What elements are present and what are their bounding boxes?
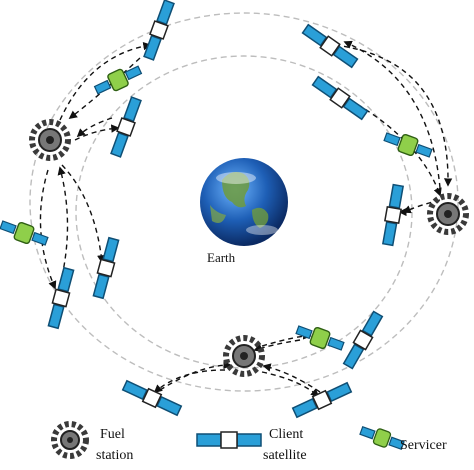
servicer-satellite-icon xyxy=(383,132,433,158)
arrow xyxy=(68,57,141,120)
legend-satellite-icon xyxy=(196,431,262,449)
gear-station-icon xyxy=(427,193,469,235)
arrow xyxy=(334,44,453,187)
satellite-icon xyxy=(301,23,359,69)
satellite-icon xyxy=(342,310,384,370)
legend-fuel-label-2: station xyxy=(96,448,133,463)
outer-orbit xyxy=(29,12,459,392)
legend-client-label-1: Client xyxy=(269,427,303,442)
arrow xyxy=(261,371,320,398)
legend-servicer-label: Servicer xyxy=(400,438,447,453)
satellite-icon xyxy=(121,379,183,417)
legend-servicer-icon xyxy=(359,425,405,451)
servicer-satellite-icon xyxy=(93,65,143,95)
arrow xyxy=(61,164,106,264)
arrow xyxy=(262,363,321,393)
arrow xyxy=(76,117,113,138)
legend: Fuel station Client satellite Servicer xyxy=(51,421,447,463)
servicer-satellite-icon xyxy=(0,220,49,246)
arrow xyxy=(39,169,57,290)
satellite-icon xyxy=(143,0,175,61)
arrow xyxy=(253,339,301,352)
earth-label: Earth xyxy=(207,250,236,265)
arrow xyxy=(153,369,226,394)
arrow xyxy=(159,360,232,391)
gear-station-icon xyxy=(223,335,265,377)
arrow xyxy=(59,41,152,121)
legend-fuel-station-icon xyxy=(51,421,89,459)
gear-station-icon xyxy=(29,119,71,161)
satellite-icon xyxy=(291,381,353,419)
earth-globe xyxy=(200,158,288,246)
satellite-icon xyxy=(92,236,120,300)
arrow xyxy=(74,124,120,141)
satellite-icon xyxy=(47,266,75,330)
servicer-satellite-icon xyxy=(295,325,345,351)
satellite-icon xyxy=(311,75,369,121)
arrow xyxy=(261,331,312,347)
satellite-icon xyxy=(110,96,142,158)
legend-fuel-label-1: Fuel xyxy=(100,427,125,442)
satellite-icon xyxy=(381,183,405,247)
legend-client-label-2: satellite xyxy=(263,448,307,463)
